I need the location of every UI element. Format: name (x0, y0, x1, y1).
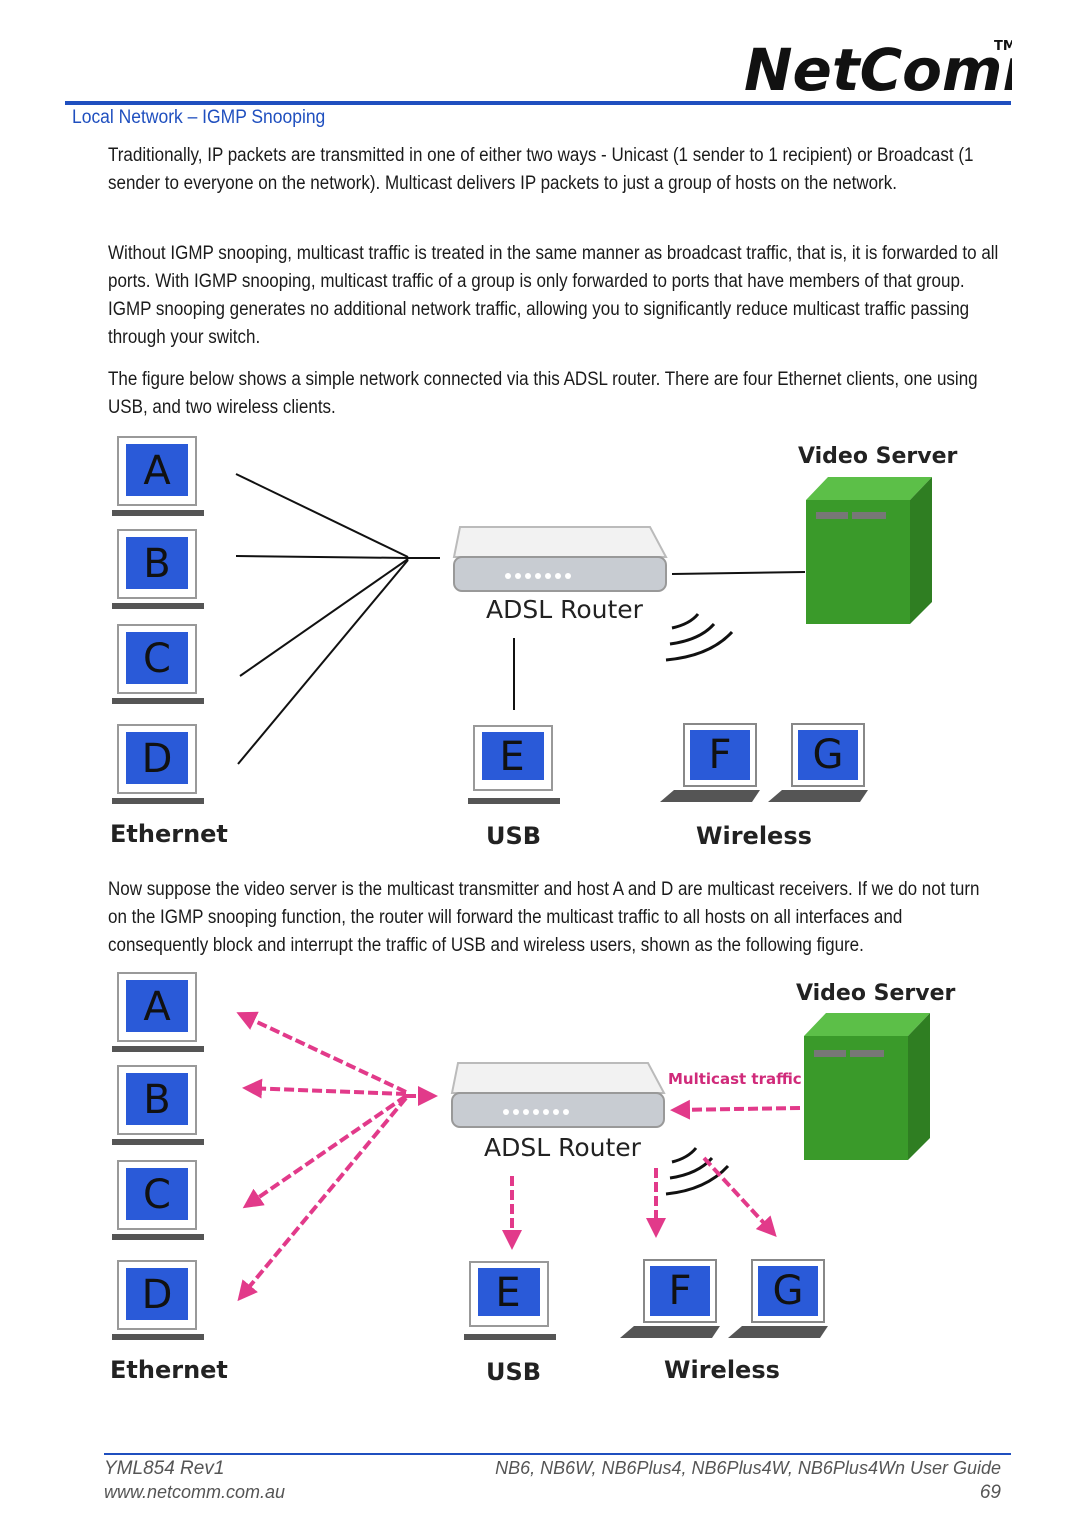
host-b-label: B (143, 541, 170, 587)
host-a-label: A (143, 448, 171, 494)
multicast-arrow-from-server (670, 1099, 801, 1120)
adsl-router: ADSL Router (452, 526, 668, 624)
footer-page-number: 69 (979, 1482, 1001, 1503)
host-f-label: F (708, 732, 731, 778)
network-diagram-multicast-svg: A B C D (110, 972, 956, 1386)
ethernet-cables (235, 473, 440, 765)
host-a-computer: A (112, 972, 204, 1052)
host-g-label: G (813, 732, 844, 778)
host-d-computer: D (112, 1260, 204, 1340)
wireless-signal-icon (665, 1147, 730, 1196)
host-c-computer: C (112, 1160, 204, 1240)
ethernet-group-label: Ethernet (110, 820, 228, 848)
logo-trademark: TM (994, 39, 1012, 54)
host-f-laptop: F (660, 723, 760, 802)
host-d-label: D (142, 1272, 173, 1318)
multicast-arrows-usb-wireless (502, 1156, 777, 1250)
host-a-computer: A (112, 436, 204, 516)
footer-url-link[interactable]: www.netcomm.com.au (104, 1482, 286, 1502)
host-d-label: D (142, 736, 173, 782)
host-c-label: C (143, 1172, 171, 1218)
network-diagram-plain: A B C D (100, 432, 980, 852)
host-a-label: A (143, 984, 171, 1030)
multicast-traffic-label: Multicast traffic (668, 1070, 802, 1088)
host-e-computer: E (468, 725, 560, 804)
host-e-label: E (495, 1270, 520, 1316)
video-server: Video Server (796, 981, 956, 1160)
wireless-group-label: Wireless (696, 822, 812, 850)
host-c-computer: C (112, 624, 204, 704)
host-g-laptop: G (728, 1259, 828, 1338)
adsl-router: ADSL Router (450, 1062, 666, 1162)
usb-group-label: USB (486, 1358, 541, 1386)
wireless-group-label: Wireless (664, 1356, 780, 1384)
host-c-label: C (143, 636, 171, 682)
footer-rule (104, 1453, 1011, 1455)
paragraph-igmp: Without IGMP snooping, multicast traffic… (108, 243, 999, 348)
video-server: Video Server (798, 444, 958, 624)
server-label: Video Server (798, 444, 958, 469)
paragraph-intro: Traditionally, IP packets are transmitte… (108, 145, 974, 194)
logo-wordmark: NetComm (744, 36, 1012, 100)
footer-guide-title: NB6, NB6W, NB6Plus4, NB6Plus4W, NB6Plus4… (495, 1458, 1001, 1478)
header-rule (65, 101, 1011, 105)
router-label: ADSL Router (486, 595, 644, 624)
wireless-signal-icon (665, 613, 734, 662)
host-e-label: E (499, 734, 524, 780)
netcomm-logo: NetComm TM (742, 30, 1063, 104)
host-g-label: G (773, 1268, 804, 1314)
usb-group-label: USB (486, 822, 541, 850)
footer-doc-id: YML854 Rev1 (104, 1458, 225, 1479)
host-b-computer: B (112, 1065, 204, 1145)
paragraph-multicast-scenario: Now suppose the video server is the mult… (108, 879, 980, 956)
host-e-computer: E (464, 1261, 556, 1340)
paragraph-figure-intro: The figure below shows a simple network … (108, 369, 978, 418)
host-g-laptop: G (768, 723, 868, 802)
multicast-arrows-ethernet (236, 1011, 438, 1302)
server-cable (671, 571, 806, 575)
host-b-label: B (143, 1077, 170, 1123)
server-label: Video Server (796, 981, 956, 1006)
ethernet-group-label: Ethernet (110, 1356, 228, 1384)
host-f-label: F (668, 1268, 691, 1314)
network-diagram-svg: A B C D (110, 436, 958, 850)
router-label: ADSL Router (484, 1133, 642, 1162)
host-d-computer: D (112, 724, 204, 804)
host-b-computer: B (112, 529, 204, 609)
network-diagram-multicast: A B C D (100, 968, 980, 1388)
section-title: Local Network – IGMP Snooping (72, 107, 326, 128)
host-f-laptop: F (620, 1259, 720, 1338)
